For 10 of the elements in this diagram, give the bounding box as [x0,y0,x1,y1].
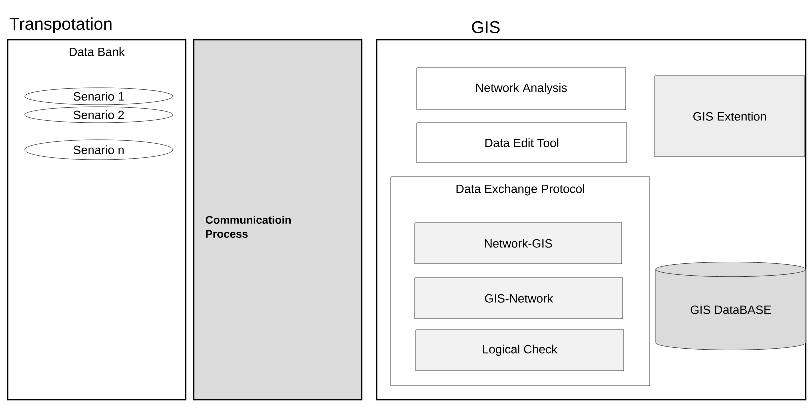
heading: Transpotation [10,18,112,34]
process-box: GIS-Network [414,278,624,320]
database-cylinder: GIS DataBASE [656,262,806,350]
process-box: Network-GIS [414,222,622,264]
process-panel: Communicatioin Process [193,39,363,401]
process-box: Network Analysis [416,68,626,110]
node-label: GIS [472,21,500,34]
process-box: GIS Extention [654,76,806,158]
process-box: Data Edit Tool [416,122,628,164]
process-box: Logical Check [416,330,624,372]
